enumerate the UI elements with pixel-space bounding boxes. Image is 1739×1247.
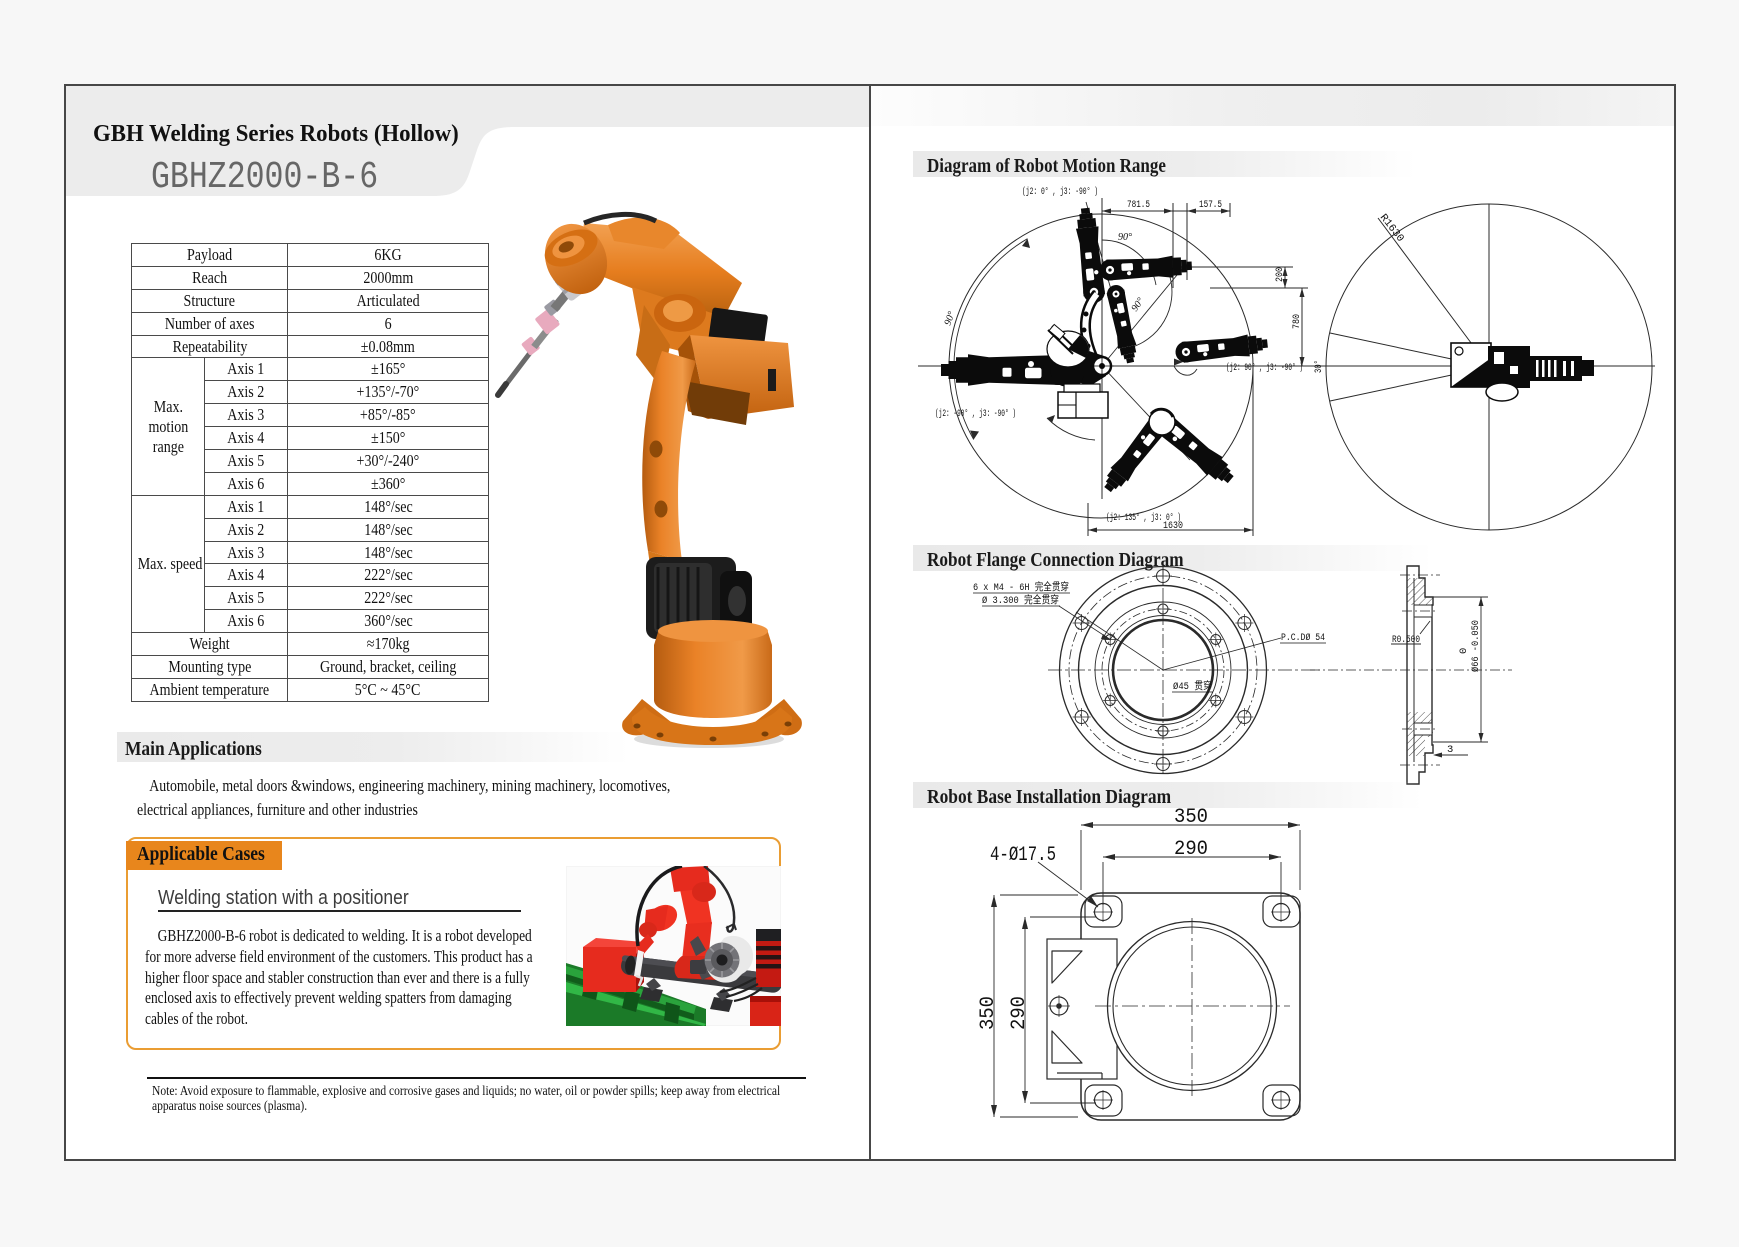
svg-text:290: 290 <box>1174 838 1208 861</box>
svg-text:90°: 90° <box>942 310 957 327</box>
svg-text:0: 0 <box>1458 648 1470 654</box>
svg-text:3: 3 <box>1447 744 1453 756</box>
svg-text:4-Ø17.5: 4-Ø17.5 <box>990 844 1056 867</box>
svg-text:(j2: 90° , j3: -90° ): (j2: 90° , j3: -90° ) <box>1226 362 1303 374</box>
svg-text:781.5: 781.5 <box>1127 199 1150 211</box>
svg-text:90°: 90° <box>1118 232 1132 243</box>
svg-text:(j2: -90° , j3: -90° ): (j2: -90° , j3: -90° ) <box>935 408 1016 420</box>
svg-text:290: 290 <box>1008 996 1031 1030</box>
svg-text:350: 350 <box>1174 806 1208 829</box>
svg-text:157.5: 157.5 <box>1199 199 1222 211</box>
svg-text:Ø 3.300 完全贯穿: Ø 3.300 完全贯穿 <box>982 593 1059 607</box>
svg-text:R1630: R1630 <box>1377 212 1406 245</box>
svg-text:90°: 90° <box>1129 296 1146 314</box>
svg-text:(j2: 0° , j3: -90° ): (j2: 0° , j3: -90° ) <box>1022 186 1098 198</box>
svg-text:(j2: 135° , j3: 0° ): (j2: 135° , j3: 0° ) <box>1106 512 1181 524</box>
svg-text:350: 350 <box>977 996 1000 1030</box>
svg-text:1630: 1630 <box>1163 520 1183 532</box>
svg-text:780: 780 <box>1291 314 1303 329</box>
svg-text:R0.500: R0.500 <box>1392 634 1420 646</box>
svg-text:Ø45 贯穿: Ø45 贯穿 <box>1173 679 1212 693</box>
svg-text:P.C.DØ 54: P.C.DØ 54 <box>1281 632 1325 644</box>
svg-text:30°: 30° <box>1313 360 1325 373</box>
svg-text:Ø66 -0.050: Ø66 -0.050 <box>1470 620 1482 672</box>
svg-text:200: 200 <box>1274 267 1286 282</box>
svg-text:6 x M4 - 6H 完全贯穿: 6 x M4 - 6H 完全贯穿 <box>973 580 1069 594</box>
